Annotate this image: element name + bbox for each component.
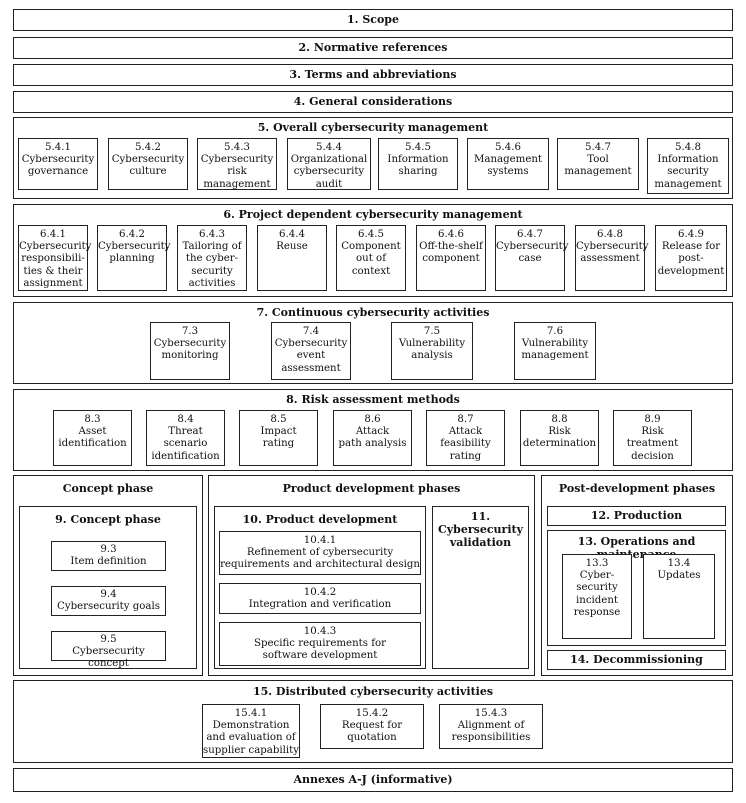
section-7-continuous-activities: 7. Continuous cybersecurity activities 7… — [13, 302, 733, 384]
post-development-group: Post-development phases 12. Production 1… — [541, 475, 733, 676]
item-8-5: 8.5 Impact rating — [239, 410, 318, 466]
item-7-5: 7.5 Vulnerability analysis — [391, 322, 473, 380]
row-scope: 1. Scope — [13, 9, 733, 31]
item-8-4: 8.4 Threat scenario identification — [146, 410, 225, 466]
concept-phase-inner: 9. Concept phase 9.3 Item definition 9.4… — [19, 506, 197, 669]
item-9-4: 9.4 Cybersecurity goals — [51, 586, 166, 616]
item-8-8: 8.8 Risk determination — [520, 410, 599, 466]
section-11-validation: 11. Cybersecurity validation — [432, 506, 529, 669]
row-annexes: Annexes A-J (informative) — [13, 768, 733, 792]
item-9-3: 9.3 Item definition — [51, 541, 166, 571]
section-12-production: 12. Production — [547, 506, 726, 526]
section-10-title: 10. Product development — [242, 513, 398, 526]
section-5-overall-management: 5. Overall cybersecurity management 5.4.… — [13, 117, 733, 199]
item-6-4-1: 6.4.1 Cybersecurity responsibili- ties &… — [18, 225, 91, 291]
section-14-decommissioning: 14. Decommissioning — [547, 650, 726, 670]
section-13-operations: 13. Operations and maintenance 13.3 Cybe… — [547, 530, 726, 646]
concept-phase-title: Concept phase — [62, 482, 154, 495]
item-13-4: 13.4 Updates — [643, 554, 715, 639]
item-6-4-9: 6.4.9 Release for post- development — [655, 225, 727, 291]
item-10-4-1: 10.4.1 Refinement of cybersecurity requi… — [219, 531, 421, 575]
section-8-title: 8. Risk assessment methods — [286, 393, 460, 406]
post-development-phase-title: Post-development phases — [558, 482, 716, 495]
section-6-project-management: 6. Project dependent cybersecurity manag… — [13, 204, 733, 297]
item-5-4-6: 5.4.6 Management systems — [467, 138, 549, 190]
section-8-risk-assessment: 8. Risk assessment methods 8.3 Asset ide… — [13, 389, 733, 471]
item-5-4-2: 5.4.2 Cybersecurity culture — [108, 138, 188, 190]
section-5-title: 5. Overall cybersecurity management — [257, 121, 489, 134]
product-development-inner: 10. Product development 10.4.1 Refinemen… — [214, 506, 426, 669]
product-development-phase-title: Product development phases — [282, 482, 461, 495]
item-6-4-6: 6.4.6 Off-the-shelf component — [416, 225, 486, 291]
item-15-4-2: 15.4.2 Request for quotation — [320, 704, 424, 749]
item-13-3: 13.3 Cyber- security incident response — [562, 554, 632, 639]
item-8-7: 8.7 Attack feasibility rating — [426, 410, 505, 466]
item-15-4-1: 15.4.1 Demonstration and evaluation of s… — [202, 704, 300, 758]
item-10-4-2: 10.4.2 Integration and verification — [219, 583, 421, 614]
item-9-5: 9.5 Cybersecurity concept — [51, 631, 166, 669]
item-8-3: 8.3 Asset identification — [53, 410, 132, 466]
section-11-title: 11. Cybersecurity validation — [438, 510, 523, 549]
item-6-4-4: 6.4.4 Reuse — [257, 225, 327, 291]
item-5-4-5: 5.4.5 Information sharing — [378, 138, 458, 190]
section-6-title: 6. Project dependent cybersecurity manag… — [223, 208, 523, 221]
row-terms-abbreviations: 3. Terms and abbreviations — [13, 64, 733, 86]
item-15-4-3: 15.4.3 Alignment of responsibilities — [439, 704, 543, 749]
item-7-3: 7.3 Cybersecurity monitoring — [150, 322, 230, 380]
item-6-4-7: 6.4.7 Cybersecurity case — [495, 225, 568, 291]
item-7-4: 7.4 Cybersecurity event assessment — [271, 322, 351, 380]
item-6-4-3: 6.4.3 Tailoring of the cyber- security a… — [177, 225, 247, 291]
item-5-4-8: 5.4.8 Information security management — [647, 138, 729, 194]
row-normative-references: 2. Normative references — [13, 37, 733, 59]
item-5-4-3: 5.4.3 Cybersecurity risk management — [197, 138, 277, 190]
item-10-4-3: 10.4.3 Specific requirements for softwar… — [219, 622, 421, 666]
row-general-considerations: 4. General considerations — [13, 91, 733, 113]
concept-phase-group: Concept phase 9. Concept phase 9.3 Item … — [13, 475, 203, 676]
item-8-6: 8.6 Attack path analysis — [333, 410, 412, 466]
item-5-4-4: 5.4.4 Organizational cybersecurity audit — [287, 138, 371, 190]
section-7-title: 7. Continuous cybersecurity activities — [256, 306, 490, 319]
item-5-4-1: 5.4.1 Cybersecurity governance — [18, 138, 98, 190]
item-5-4-7: 5.4.7 Tool management — [557, 138, 639, 190]
item-6-4-2: 6.4.2 Cybersecurity planning — [97, 225, 170, 291]
item-6-4-5: 6.4.5 Component out of context — [336, 225, 406, 291]
section-15-title: 15. Distributed cybersecurity activities — [252, 685, 494, 698]
item-7-6: 7.6 Vulnerability management — [514, 322, 596, 380]
item-8-9: 8.9 Risk treatment decision — [613, 410, 692, 466]
section-9-title: 9. Concept phase — [55, 513, 161, 526]
item-6-4-8: 6.4.8 Cybersecurity assessment — [575, 225, 648, 291]
product-development-group: Product development phases 10. Product d… — [208, 475, 535, 676]
section-15-distributed-activities: 15. Distributed cybersecurity activities… — [13, 680, 733, 763]
